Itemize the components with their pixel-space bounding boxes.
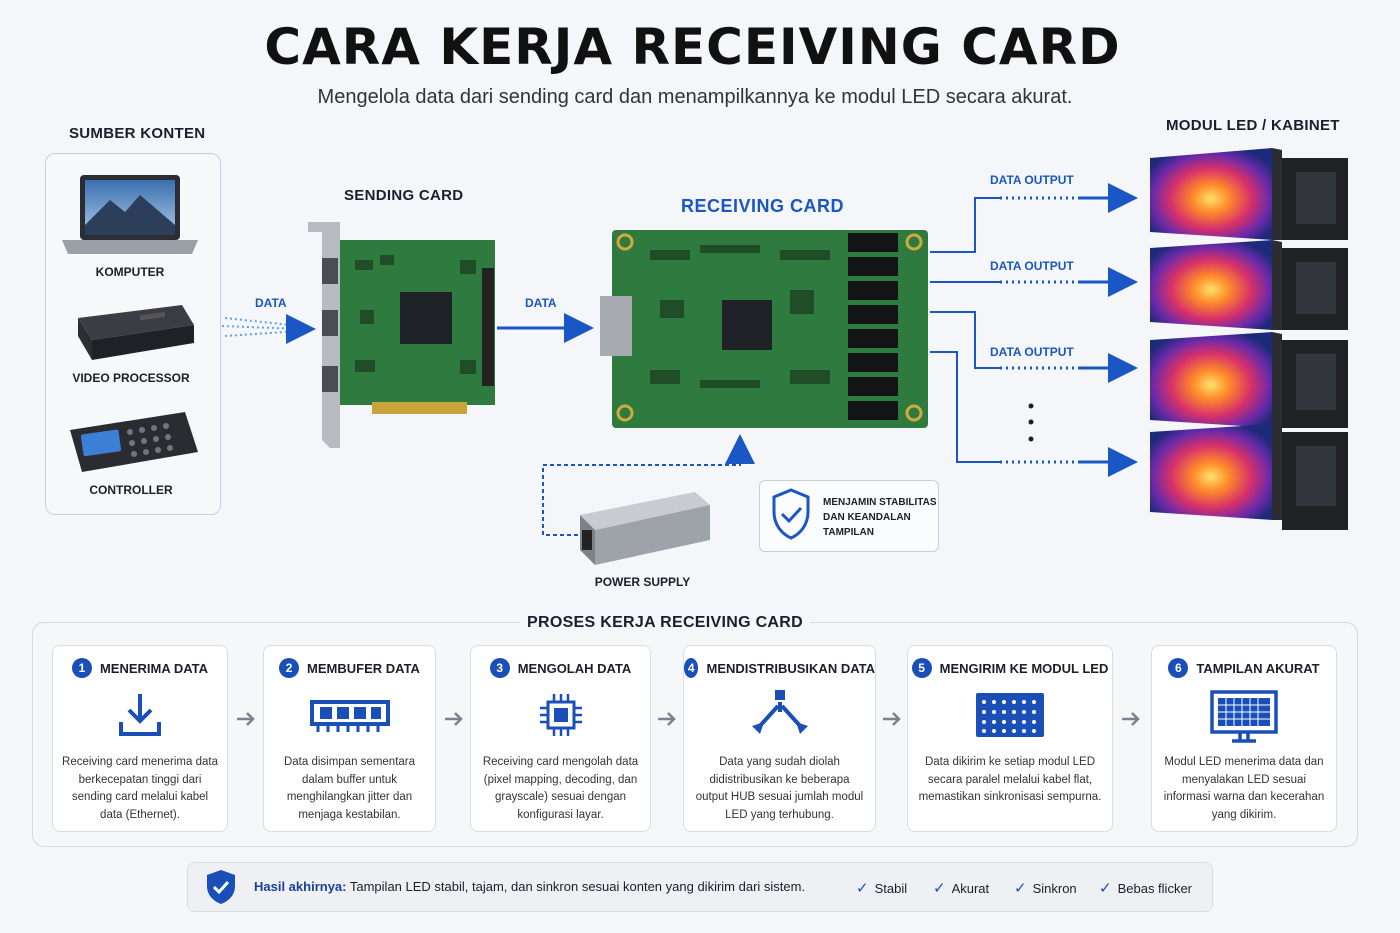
source-item-video-processor: VIDEO PROCESSOR [72,371,190,385]
page-title: CARA KERJA RECEIVING CARD [264,18,1121,76]
shield-check-icon [207,870,235,904]
step-desc: Modul LED menerima data dan menyalakan L… [1163,756,1325,821]
video-processor-icon [78,305,194,360]
step-desc: Data yang sudah diolah didistribusikan k… [695,756,864,821]
check-icon: ✓ [856,880,869,897]
chip-icon [539,694,582,736]
check-icon: ✓ [1099,880,1112,897]
laptop-icon [62,175,198,254]
process-step: 4 MENDISTRIBUSIKAN DATA Data yang sudah … [683,645,876,832]
chevron-right-icon [883,712,901,726]
check-icon: ✓ [1014,880,1027,897]
step-title: MENGIRIM KE MODUL LED [939,660,1109,676]
step-number: 4 [684,658,699,678]
data-label-in: DATA [255,296,287,310]
process-step: 2 MEMBUFER DATA Data disimpan sementara … [263,645,436,832]
source-item-controller: CONTROLLER [89,483,173,497]
result-bar [187,862,1213,912]
check-icon: ✓ [933,880,946,897]
led-module [1150,332,1348,428]
check-item-bebas-flicker: ✓ Bebas flicker [1099,879,1192,897]
led-module [1150,148,1348,240]
shield-check-icon [772,488,810,540]
output-label-1: DATA OUTPUT [990,173,1074,187]
step-number: 3 [489,658,510,678]
check-item-akurat: ✓ Akurat [933,879,989,897]
download-icon [119,694,161,736]
data-stream-in [221,314,316,344]
result-text: Hasil akhirnya: Tampilan LED stabil, taj… [254,879,805,894]
step-number: 5 [911,658,932,678]
led-module-list [1150,148,1348,530]
output-label-2: DATA OUTPUT [990,259,1074,273]
check-item-sinkron: ✓ Sinkron [1014,879,1077,897]
output-lines [930,197,1000,463]
step-title: MENDISTRIBUSIKAN DATA [706,660,875,676]
data-label-out: DATA [525,296,557,310]
led-panel-icon [976,693,1044,737]
chevron-right-icon [658,712,676,726]
led-module [1150,424,1348,530]
receiving-card-header: RECEIVING CARD [681,196,845,216]
step-desc: Data disimpan sementara dalam buffer unt… [283,756,416,821]
sending-card-header: SENDING CARD [344,187,464,204]
check-item-stabil: ✓ Stabil [856,879,907,897]
process-title: PROSES KERJA RECEIVING CARD [520,614,810,632]
page-subtitle: Mengelola data dari sending card dan men… [317,86,1073,108]
power-supply-label: POWER SUPPLY [594,575,691,589]
source-header: SUMBER KONTEN [69,125,206,142]
check-label: Akurat [951,880,990,896]
led-module [1150,240,1348,330]
check-label: Bebas flicker [1117,880,1192,896]
step-desc: Receiving card mengolah data (pixel mapp… [482,756,639,821]
chevron-right-icon [1122,712,1140,726]
step-number: 1 [71,658,92,678]
result-label: Hasil akhirnya: [254,879,347,894]
step-title: MEMBUFER DATA [307,660,420,676]
process-step: 6 TAMPILAN AKURAT Modul LED menerima dat… [1151,645,1337,832]
process-step: 1 MENERIMA DATA Receiving card menerima … [52,645,228,832]
step-number: 2 [279,658,300,678]
sending-card-image [308,222,495,448]
power-supply-image [580,492,710,565]
step-title: MENERIMA DATA [99,660,209,676]
controller-icon [70,412,198,472]
process-step: 5 MENGIRIM KE MODUL LED Data dikirim ke … [907,645,1113,832]
chevron-right-icon [237,712,255,726]
source-item-computer: KOMPUTER [95,265,165,279]
monitor-icon [1210,690,1278,743]
distribute-icon [751,690,808,734]
result-description: Tampilan LED stabil, tajam, dan sinkron … [346,879,806,894]
output-label-3: DATA OUTPUT [990,345,1074,359]
process-step: 3 MENGOLAH DATA Receiving card mengolah … [470,645,651,832]
stability-badge-text: MENJAMIN STABILITAS DAN KEANDALAN TAMPIL… [823,497,937,538]
step-title: TAMPILAN AKURAT [1196,660,1320,676]
check-label: Stabil [874,880,908,896]
chevron-right-icon [445,712,463,726]
led-module-header: MODUL LED / KABINET [1166,117,1340,134]
check-label: Sinkron [1032,880,1077,896]
more-dots [1028,403,1034,442]
step-title: MENGOLAH DATA [517,660,632,676]
output-dots [1000,196,1080,464]
step-number: 6 [1168,658,1189,678]
memory-icon [309,700,390,732]
step-desc: Data dikirim ke setiap modul LED secara … [918,756,1102,803]
diagram-graphics [62,148,1348,565]
receiving-card-image [600,230,928,428]
step-desc: Receiving card menerima data berkecepata… [62,756,218,821]
